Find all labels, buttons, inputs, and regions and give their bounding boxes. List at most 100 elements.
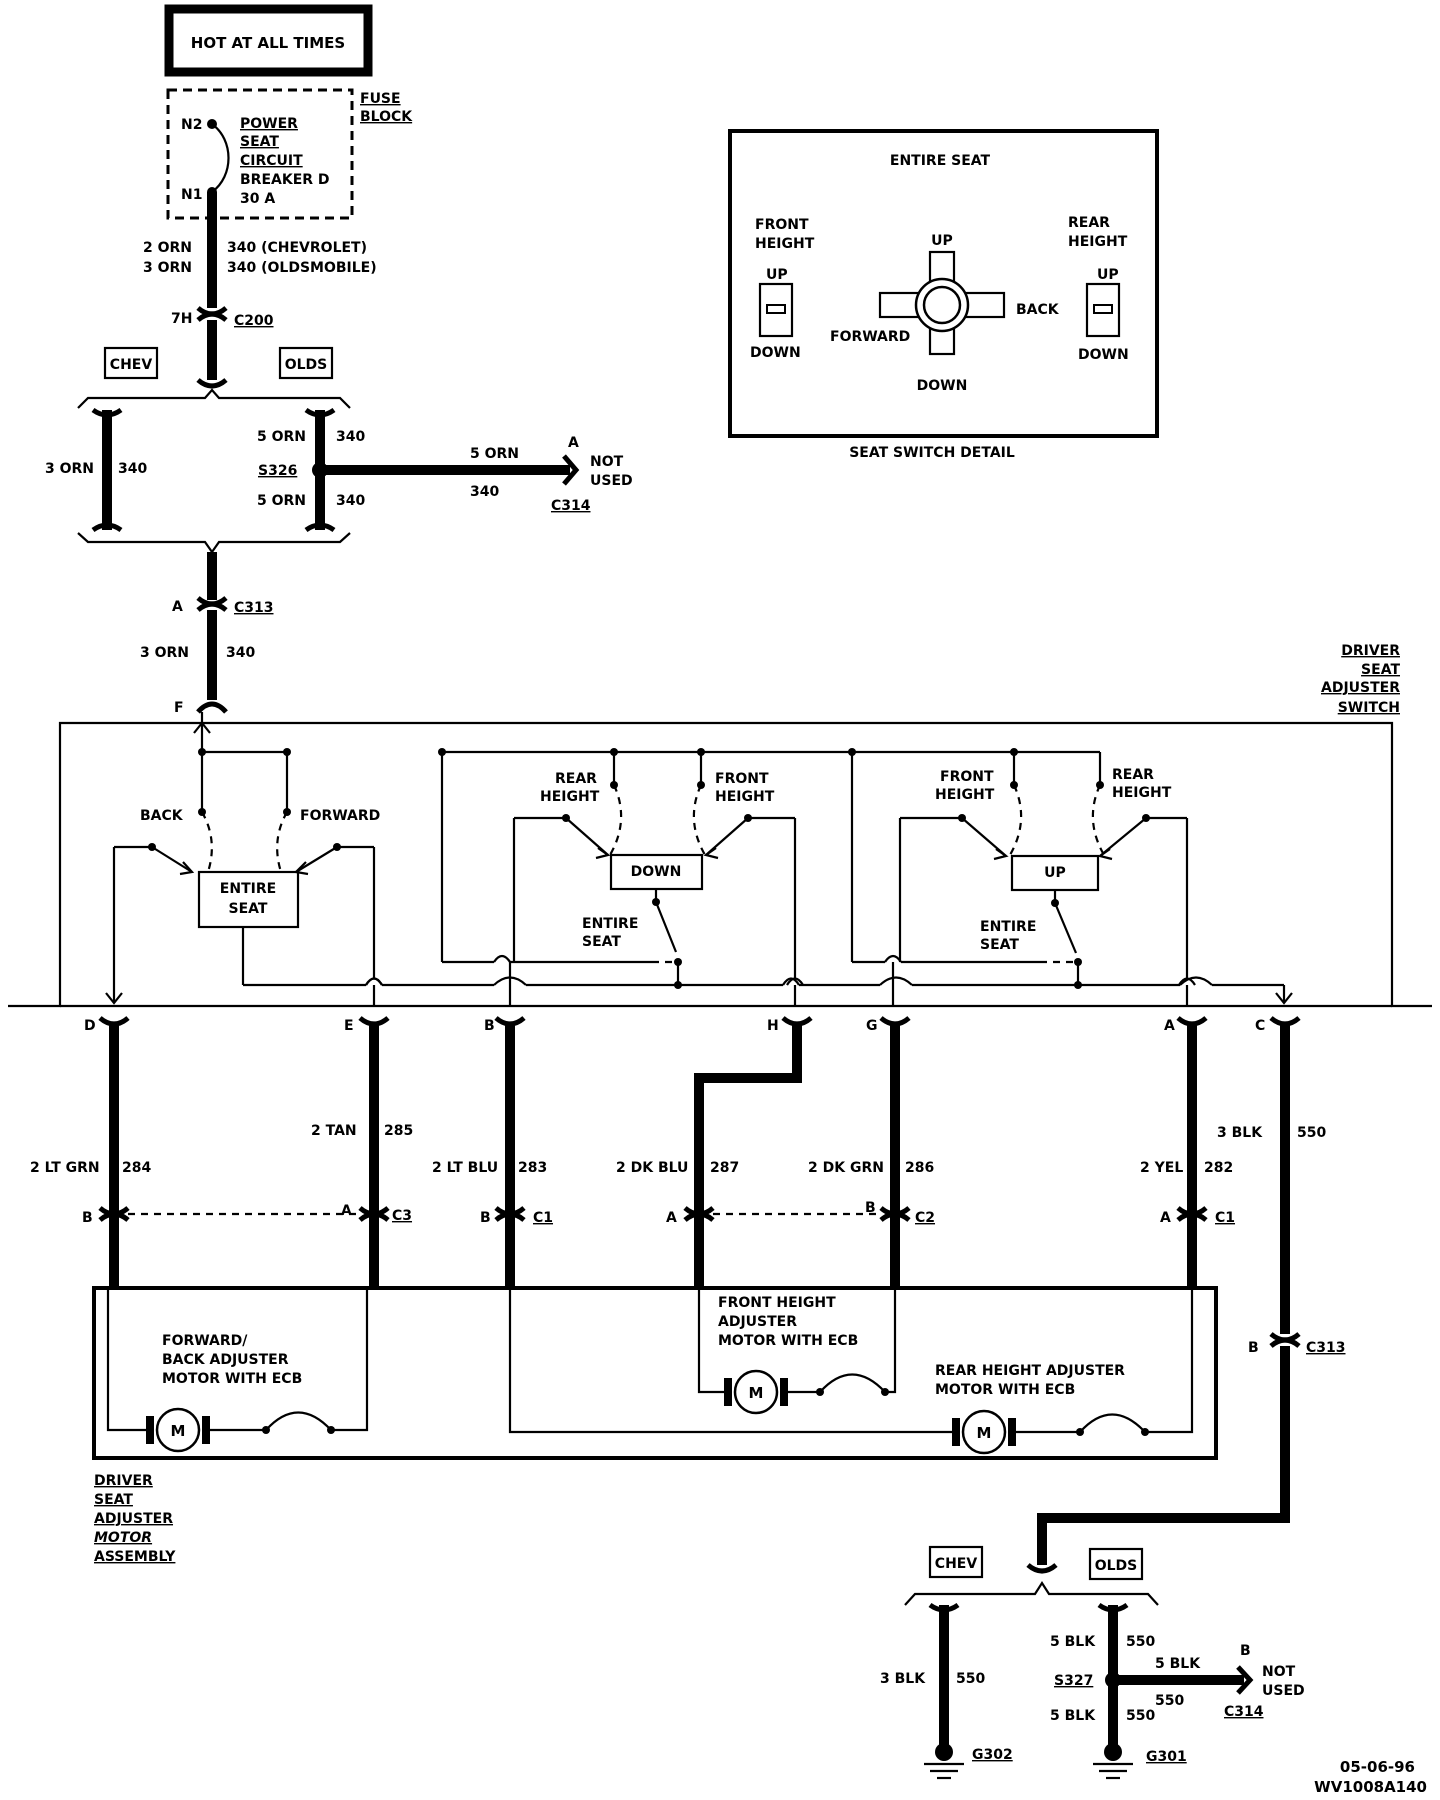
outputs-3-wire-b-label: 287: [710, 1160, 739, 1176]
switch-assembly-front-height-0-label: FRONT: [940, 769, 994, 785]
variant-top-not-used-1-label: USED: [590, 473, 633, 489]
variant-fork-top: CHEV OLDS 3 ORN 340 5 ORN 340 S326 5 ORN…: [45, 346, 633, 554]
wire-550-blk: [1037, 1346, 1290, 1565]
variant-bottom-not-used-1-label: USED: [1262, 1683, 1305, 1699]
seat-switch-detail-down-label: DOWN: [917, 378, 968, 394]
outputs-4-conn-label: C2: [915, 1210, 935, 1226]
switch-assembly-title-1-label: SEAT: [1361, 662, 1400, 678]
switch-assembly-entire-seat-0-label: ENTIRE: [582, 916, 638, 932]
driver-seat-adjuster-motor-assembly: DRIVER SEAT ADJUSTER MOTOR ASSEMBLY FORW…: [92, 1286, 1218, 1565]
seat-switch-detail-front-height-0-label: FRONT: [755, 217, 809, 233]
c313-top-wire-a-label: 3 ORN: [140, 645, 189, 661]
olds-badge: [1088, 1547, 1144, 1581]
outputs-2-pin-label: B: [484, 1018, 495, 1034]
outputs-5-conn-label: C1: [1215, 1210, 1235, 1226]
fuse-block-label: FUSE: [360, 91, 401, 107]
switch-assembly-entire-seat-1-label: SEAT: [980, 937, 1019, 953]
seat-switch-detail-caption-label: SEAT SWITCH DETAIL: [849, 445, 1015, 461]
breaker-label: 30 A: [240, 191, 275, 207]
switch-assembly-front-height-1-label: HEIGHT: [715, 789, 775, 805]
switch-assembly-down-label: DOWN: [631, 864, 682, 880]
variant-top-olds-lower-b-label: 340: [336, 493, 365, 509]
c200-id-label: C200: [234, 313, 274, 329]
switch-assembly-title-0-label: DRIVER: [1341, 643, 1400, 659]
variant-top-splice-label: S326: [258, 463, 297, 479]
power-wire-olds-a-label: 3 ORN: [143, 260, 192, 276]
outputs-0-pin-label: D: [84, 1018, 96, 1034]
outputs-5-wire-b-label: 282: [1204, 1160, 1233, 1176]
olds-label: OLDS: [285, 357, 328, 373]
circuit-breaker-symbol: [211, 123, 230, 193]
variant-top-branch-conn-label: C314: [551, 498, 591, 514]
switch-assembly-title-3-label: SWITCH: [1338, 700, 1400, 716]
outputs-6-pin-label: C: [1255, 1018, 1265, 1034]
switch-assembly-up-label: UP: [1044, 865, 1066, 881]
hot-at-all-times-box: HOT AT ALL TIMES: [164, 4, 373, 77]
seat-switch-detail: ENTIRE SEAT FRONT HEIGHT UP DOWN REAR HE…: [728, 129, 1159, 461]
connector-c313-top: A C313: [172, 596, 274, 616]
outputs-1-pin-label: E: [344, 1018, 354, 1034]
switch-assembly-rear-height-0-label: REAR: [1112, 767, 1154, 783]
outputs-4-wire-a-label: 2 DK GRN: [808, 1160, 884, 1176]
outputs-1-wire-b-label: 285: [384, 1123, 413, 1139]
output-wires: D 2 LT GRN 284 B E 2 TAN 285 A C3 B 2 LT…: [30, 1016, 1326, 1334]
variant-bottom-olds-lower-a-label: 5 BLK: [1050, 1708, 1096, 1724]
variant-top-olds-upper-a-label: 5 ORN: [257, 429, 306, 445]
outputs-5-motor-pin-label: A: [1160, 1210, 1171, 1226]
variant-fork-bottom: CHEV OLDS 3 BLK 550 G302 5 BLK 550 S327 …: [880, 1545, 1305, 1780]
switch-assembly-rear-height-1-label: HEIGHT: [1112, 785, 1172, 801]
breaker-label: BREAKER D: [240, 172, 330, 188]
motor-icon: [733, 1369, 779, 1415]
connector-c313-bottom: B C313: [1248, 1332, 1346, 1356]
outputs-2-wire-b-label: 283: [518, 1160, 547, 1176]
footer-code: WV1008A140: [1314, 1778, 1427, 1796]
chev-label: CHEV: [935, 1556, 978, 1572]
entire-seat-joystick-icon: [878, 250, 1006, 356]
power-wire-chev-a-label: 2 ORN: [143, 240, 192, 256]
variant-top-branch-pin-label: A: [568, 435, 579, 451]
seat-switch-detail-down-label: DOWN: [1078, 347, 1129, 363]
c313-bottom-id-label: C313: [1306, 1340, 1346, 1356]
outputs-6-wire-b-label: 550: [1297, 1125, 1326, 1141]
power-wire-chev-b-label: 340 (CHEVROLET): [227, 240, 367, 256]
variant-top-not-used-0-label: NOT: [590, 454, 624, 470]
switch-assembly-rear-height-0-label: REAR: [555, 771, 597, 787]
variant-bottom-branch-conn-label: C314: [1224, 1704, 1264, 1720]
c313-bottom-pin-label: B: [1248, 1340, 1259, 1356]
switch-assembly-entire-seat-0-label: ENTIRE: [220, 881, 276, 897]
variant-bottom-ground-olds-label: G301: [1146, 1749, 1187, 1765]
motor-assembly-front-motor-1-label: ADJUSTER: [718, 1314, 797, 1330]
variant-top-olds-lower-a-label: 5 ORN: [257, 493, 306, 509]
variant-top-left-wire-b-label: 340: [118, 461, 147, 477]
c313-top-id-label: C313: [234, 600, 274, 616]
seat-switch-detail-up-label: UP: [1097, 267, 1119, 283]
variant-bottom-splice-label: S327: [1054, 1673, 1093, 1689]
seat-switch-detail-back-label: BACK: [1016, 302, 1060, 318]
power-wire-olds-b-label: 340 (OLDSMOBILE): [227, 260, 377, 276]
seat-switch-detail-rear-height-0-label: REAR: [1068, 215, 1110, 231]
motor-assembly-m-label: M: [749, 1384, 764, 1402]
fuse-block-label: BLOCK: [360, 109, 413, 125]
outputs-1-motor-pin-label: A: [341, 1203, 352, 1219]
pin-n2: N2: [181, 117, 202, 133]
switch-assembly-front-height-0-label: FRONT: [715, 771, 769, 787]
motor-assembly-front-motor-0-label: FRONT HEIGHT: [718, 1295, 836, 1311]
seat-switch-detail-up-label: UP: [766, 267, 788, 283]
outputs-4-wire-b-label: 286: [905, 1160, 934, 1176]
switch-assembly-entire-seat-1-label: SEAT: [582, 934, 621, 950]
motor-assembly-fb-motor-1-label: BACK ADJUSTER: [162, 1352, 289, 1368]
switch-assembly-entire-seat-1-label: SEAT: [229, 901, 268, 917]
outputs-6-wire-a-label: 3 BLK: [1217, 1125, 1263, 1141]
switch-assembly-rear-height-1-label: HEIGHT: [540, 789, 600, 805]
front-height-switch-icon: [758, 282, 794, 338]
variant-top-branch-a-label: 5 ORN: [470, 446, 519, 462]
variant-bottom-olds-upper-a-label: 5 BLK: [1050, 1634, 1096, 1650]
motor-assembly-front-motor-2-label: MOTOR WITH ECB: [718, 1333, 858, 1349]
outputs-3-pin-label: H: [767, 1018, 779, 1034]
c313-top-pin-f-label: F: [174, 700, 184, 716]
variant-bottom-not-used-0-label: NOT: [1262, 1664, 1296, 1680]
ground-icon: [1104, 1743, 1122, 1761]
motor-assembly-title-2-label: ADJUSTER: [94, 1511, 173, 1527]
variant-bottom-branch-pin-label: B: [1240, 1643, 1251, 1659]
